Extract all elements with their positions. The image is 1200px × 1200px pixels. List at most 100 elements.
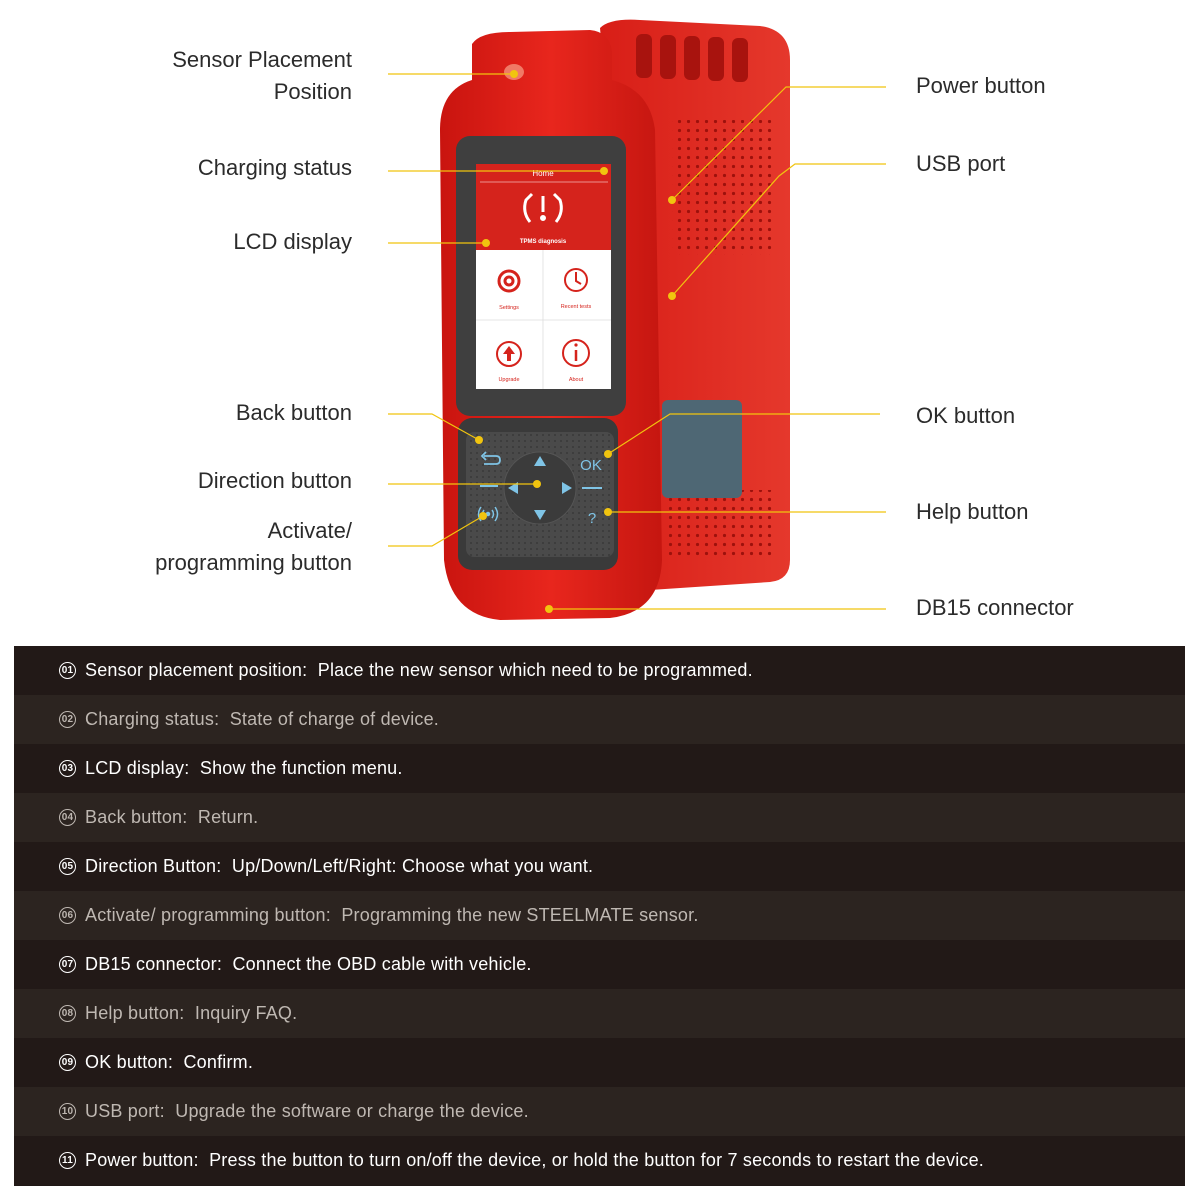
table-row: 04 Back button: Return.: [14, 793, 1185, 842]
row-gap: [199, 1150, 209, 1171]
label-line: Sensor Placement: [172, 47, 352, 72]
row-gap: [173, 1052, 183, 1073]
table-row: 01 Sensor placement position: Place the …: [14, 646, 1185, 695]
table-row: 06 Activate/ programming button: Program…: [14, 891, 1185, 940]
row-description: Up/Down/Left/Right: Choose what you want…: [231, 856, 594, 876]
row-gap: [187, 807, 197, 828]
about-info-icon: [562, 339, 590, 367]
row-gap: [221, 856, 231, 877]
spec-table: 01 Sensor placement position: Place the …: [14, 646, 1185, 1186]
row-number-badge: 06: [59, 907, 76, 924]
label-back-button: Back button: [236, 397, 352, 429]
banner-label: TPMS diagnosis: [520, 239, 567, 245]
table-row: 03 LCD display: Show the function menu.: [14, 744, 1185, 793]
label-usb-port: USB port: [916, 148, 1005, 180]
label-ok-button: OK button: [916, 400, 1015, 432]
table-row: 08 Help button: Inquiry FAQ.: [14, 989, 1185, 1038]
row-description: Inquiry FAQ.: [194, 1003, 298, 1023]
row-number-badge: 11: [59, 1152, 76, 1169]
table-row: 07 DB15 connector: Connect the OBD cable…: [14, 940, 1185, 989]
row-number-badge: 08: [59, 1005, 76, 1022]
row-gap: [165, 1101, 175, 1122]
lower-grille: [665, 490, 775, 560]
table-row: 05 Direction Button: Up/Down/Left/Right:…: [14, 842, 1185, 891]
row-term: USB port:: [85, 1101, 165, 1121]
row-term: Activate/ programming button:: [85, 905, 331, 925]
ok-key-label: OK: [580, 457, 602, 474]
speaker-grille: [672, 120, 774, 255]
row-description: Upgrade the software or charge the devic…: [175, 1101, 529, 1121]
upgrade-arrow-icon: [496, 341, 522, 367]
row-gap: [184, 1003, 194, 1024]
row-gap: [219, 709, 229, 730]
row-term: Direction Button:: [85, 856, 222, 876]
row-term: LCD display:: [85, 758, 190, 778]
row-gap: [222, 954, 232, 975]
row-description: Connect the OBD cable with vehicle.: [232, 954, 532, 974]
label-line: Power button: [916, 73, 1046, 98]
tile-upgrade: Upgrade: [498, 377, 519, 383]
arrow-right-icon: [562, 482, 572, 494]
row-number-badge: 01: [59, 662, 76, 679]
leader-lines: [388, 73, 886, 610]
label-line: LCD display: [233, 229, 352, 254]
row-number-badge: 07: [59, 956, 76, 973]
row-term: DB15 connector:: [85, 954, 223, 974]
label-power-button: Power button: [916, 70, 1046, 102]
label-line: OK button: [916, 403, 1016, 428]
table-row: 11 Power button: Press the button to tur…: [14, 1136, 1185, 1185]
device-illustration: Home TPMS diagnosis Settings Recent test…: [388, 19, 886, 620]
keypad: OK ?: [477, 451, 602, 527]
row-description: Press the button to turn on/off the devi…: [209, 1150, 985, 1170]
label-line: programming button: [155, 550, 352, 575]
back-top-slots: [636, 34, 748, 82]
tile-about: About: [569, 377, 584, 383]
tpms-warning-icon: [523, 192, 563, 223]
table-row: 10 USB port: Upgrade the software or cha…: [14, 1087, 1185, 1136]
row-term: Back button:: [85, 807, 188, 827]
arrow-up-icon: [534, 456, 546, 466]
row-gap: [331, 905, 341, 926]
tile-recent-tests: Recent tests: [561, 304, 592, 310]
label-line: Back button: [235, 400, 352, 425]
row-description: Return.: [197, 807, 259, 827]
help-key-label: ?: [588, 510, 596, 527]
recent-tests-clock-icon: [564, 268, 588, 292]
db15-port-cover: [662, 400, 742, 498]
row-number-badge: 05: [59, 858, 76, 875]
label-line: Help button: [916, 499, 1029, 524]
label-line: Position: [273, 79, 352, 104]
label-line: Charging status: [197, 155, 352, 180]
label-activate-button: Activate/ programming button: [155, 515, 352, 579]
row-gap: [189, 758, 199, 779]
label-db15-connector: DB15 connector: [916, 592, 1074, 624]
label-charging-status: Charging status: [198, 152, 352, 184]
row-term: Sensor placement position:: [85, 660, 308, 680]
label-sensor-placement: Sensor Placement Position: [172, 44, 352, 108]
label-direction-button: Direction button: [198, 465, 352, 497]
row-term: Power button:: [85, 1150, 199, 1170]
table-row: 09 OK button: Confirm.: [14, 1038, 1185, 1087]
lcd-screen: Home TPMS diagnosis Settings Recent test…: [476, 164, 611, 389]
label-line: Direction button: [197, 468, 352, 493]
row-number-badge: 09: [59, 1054, 76, 1071]
table-row: 02 Charging status: State of charge of d…: [14, 695, 1185, 744]
row-description: Show the function menu.: [199, 758, 403, 778]
arrow-left-icon: [508, 482, 518, 494]
row-description: Place the new sensor which need to be pr…: [317, 660, 753, 680]
screen-header: Home: [532, 169, 554, 178]
row-number-badge: 04: [59, 809, 76, 826]
row-description: State of charge of device.: [229, 709, 440, 729]
row-term: OK button:: [85, 1052, 174, 1072]
row-term: Help button:: [85, 1003, 185, 1023]
label-line: Activate/: [267, 518, 352, 543]
row-gap: [307, 660, 317, 681]
settings-gear-icon: [497, 269, 521, 293]
row-description: Programming the new STEELMATE sensor.: [341, 905, 699, 925]
label-help-button: Help button: [916, 496, 1029, 528]
label-line: USB port: [916, 151, 1006, 176]
direction-pad: [503, 451, 577, 525]
row-number-badge: 03: [59, 760, 76, 777]
row-number-badge: 10: [59, 1103, 76, 1120]
label-lcd-display: LCD display: [233, 226, 352, 258]
